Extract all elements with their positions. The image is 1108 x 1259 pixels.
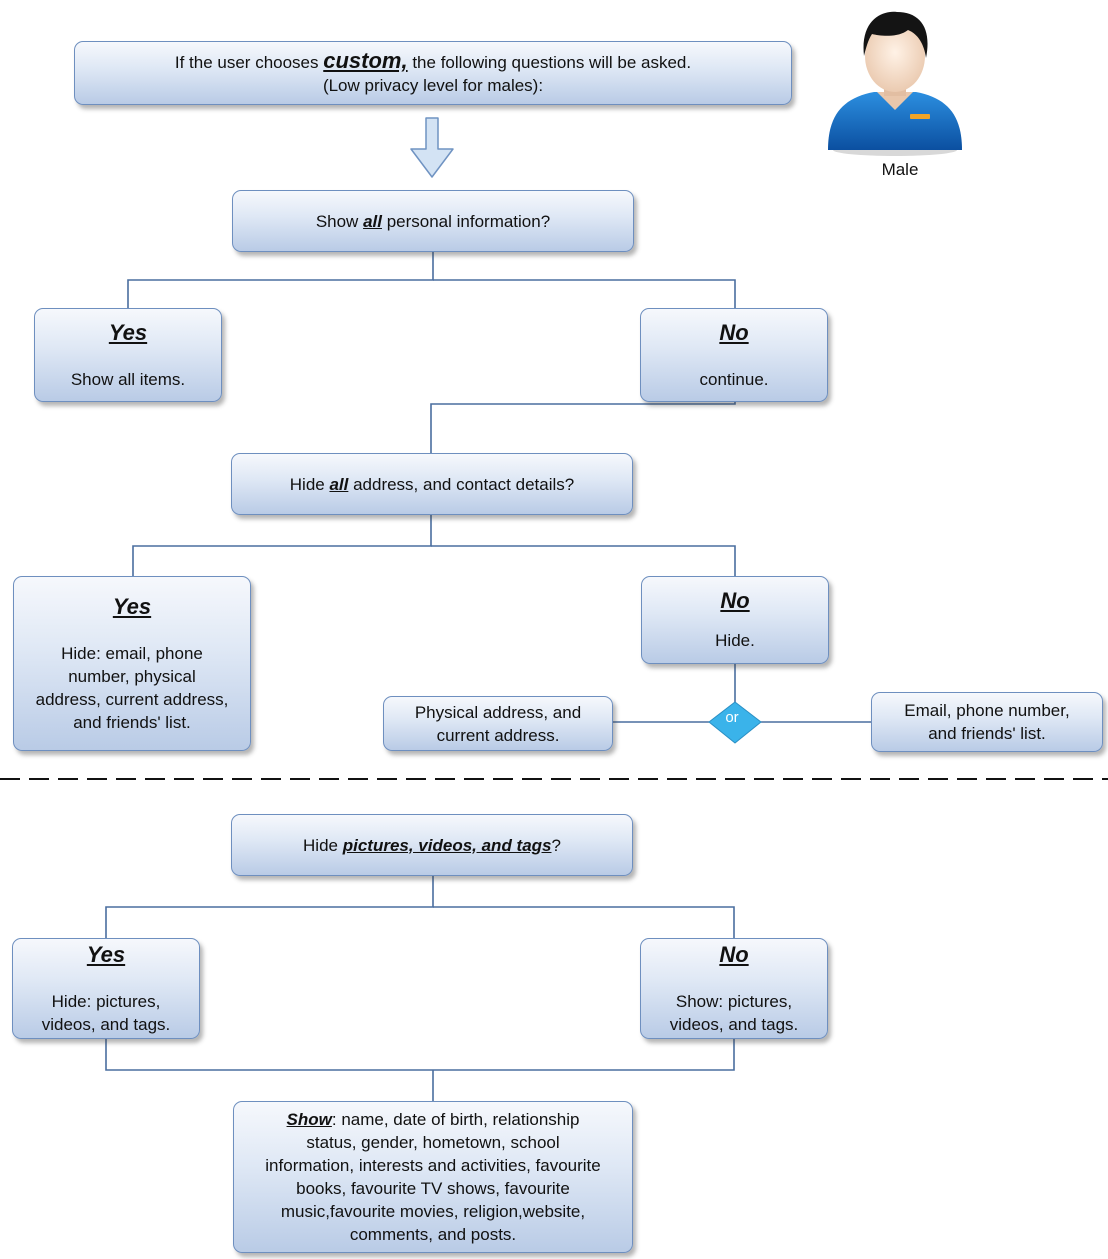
option-left-line: current address.	[436, 725, 560, 745]
question-show-all-info: Show all personal information?	[232, 190, 634, 252]
q2-suffix: address, and contact details?	[348, 474, 575, 494]
q2-no-text: Hide.	[715, 631, 755, 650]
q3-suffix: ?	[551, 835, 561, 855]
custom-keyword: custom,	[323, 48, 408, 73]
q1-no-box: No continue.	[640, 308, 828, 402]
q3-prefix: Hide	[303, 835, 343, 855]
q2-prefix: Hide	[289, 474, 330, 494]
option-right-line: and friends' list.	[928, 724, 1046, 743]
q3-yes-heading: Yes	[86, 941, 126, 967]
intro-prefix: If the user chooses	[174, 53, 324, 72]
q3-yes-line: videos, and tags.	[41, 1014, 171, 1034]
male-label: Male	[881, 160, 919, 179]
q2-no-heading: No	[720, 588, 750, 613]
intro-box: If the user chooses custom, the followin…	[74, 41, 792, 105]
q2-keyword: all	[329, 474, 349, 494]
show-summary-box: Show: name, date of birth, relationship …	[233, 1101, 633, 1253]
show-line: comments, and posts.	[349, 1225, 517, 1244]
down-arrow-icon	[410, 117, 454, 178]
q2-yes-line: and friends' list.	[73, 712, 191, 732]
q3-yes-box: Yes Hide: pictures, videos, and tags.	[12, 938, 200, 1039]
option-physical-address: Physical address, and current address.	[383, 696, 613, 751]
show-line: status, gender, hometown, school	[306, 1133, 560, 1152]
option-left-line: Physical address, and	[414, 702, 582, 722]
show-line: : name, date of birth, relationship	[331, 1110, 580, 1129]
intro-suffix: the following questions will be asked.	[407, 53, 692, 72]
q2-yes-line: Hide: email, phone	[61, 643, 203, 663]
or-label: or	[725, 709, 739, 726]
intro-line-2: (Low privacy level for males):	[322, 76, 544, 95]
q3-yes-line: Hide: pictures,	[51, 991, 161, 1011]
q1-no-text: continue.	[699, 369, 769, 389]
q1-yes-heading: Yes	[108, 319, 148, 345]
q2-yes-line: number, physical	[68, 666, 196, 686]
q1-keyword: all	[363, 211, 382, 231]
male-user-icon	[824, 4, 966, 156]
q2-yes-line: address, current address,	[35, 689, 229, 709]
q3-no-heading: No	[719, 941, 749, 967]
option-email-phone: Email, phone number, and friends' list.	[871, 692, 1103, 752]
show-line: books, favourite TV shows, favourite	[296, 1179, 570, 1198]
option-right-line: Email, phone number,	[904, 701, 1070, 720]
q3-no-line: Show: pictures,	[675, 991, 793, 1011]
show-line: information, interests and activities, f…	[265, 1156, 601, 1175]
question-hide-media: Hide pictures, videos, and tags?	[231, 814, 633, 876]
show-keyword: Show	[286, 1110, 332, 1129]
q3-no-line: videos, and tags.	[669, 1014, 799, 1034]
q1-no-heading: No	[719, 319, 749, 345]
q1-suffix: personal information?	[381, 211, 551, 231]
q2-yes-box: Yes Hide: email, phone number, physical …	[13, 576, 251, 751]
q2-no-box: No Hide.	[641, 576, 829, 664]
q1-yes-text: Show all items.	[70, 369, 186, 389]
q3-no-box: No Show: pictures, videos, and tags.	[640, 938, 828, 1039]
or-decision-diamond	[708, 701, 762, 744]
q3-keyword: pictures, videos, and tags	[342, 835, 552, 855]
question-hide-contact: Hide all address, and contact details?	[231, 453, 633, 515]
show-line: music,favourite movies, religion,website…	[280, 1202, 586, 1221]
q1-prefix: Show	[315, 211, 364, 231]
q1-yes-box: Yes Show all items.	[34, 308, 222, 402]
q2-yes-heading: Yes	[112, 593, 152, 619]
